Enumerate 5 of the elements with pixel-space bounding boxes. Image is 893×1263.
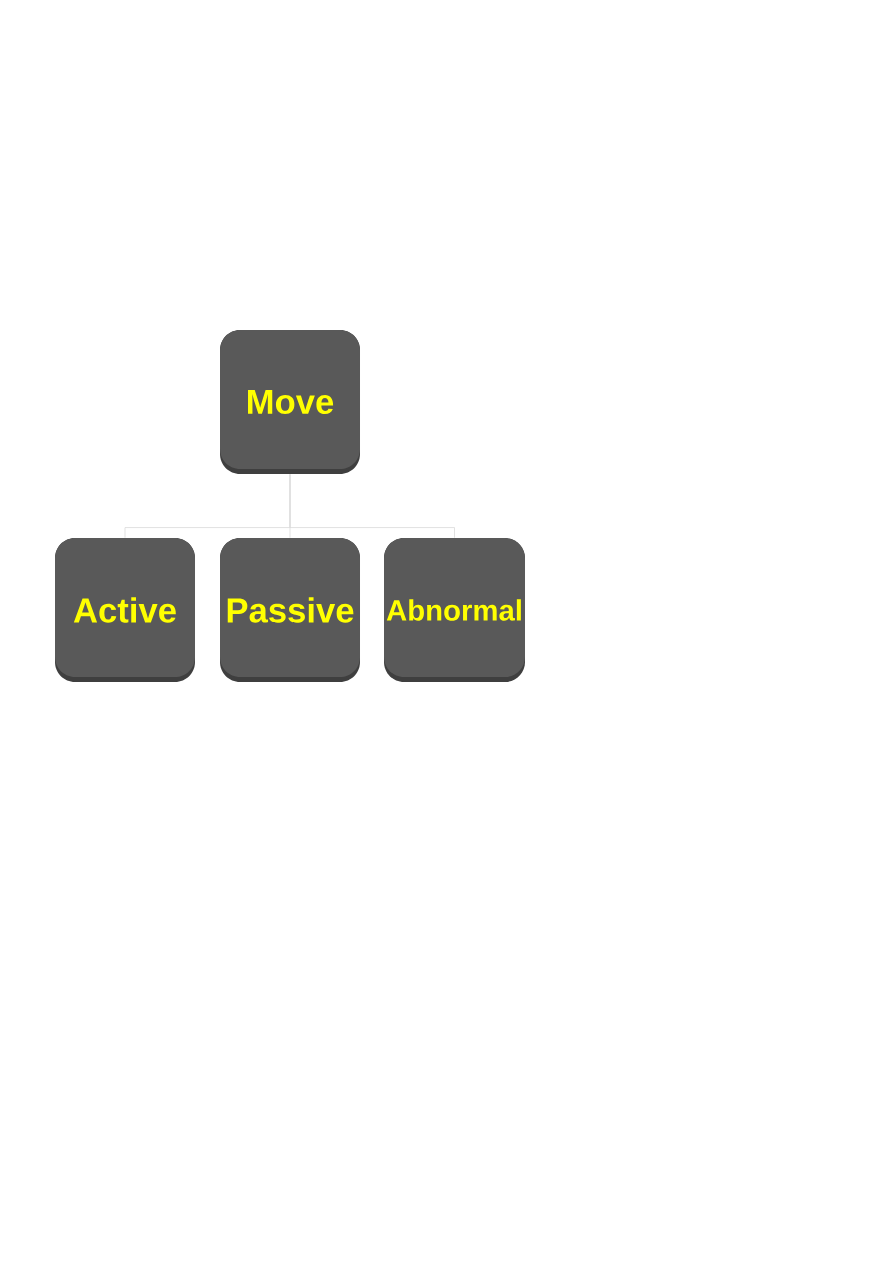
rounded-box: Move (220, 330, 360, 474)
connector-line (289, 473, 455, 539)
rounded-box: Abnormal (384, 538, 525, 682)
rounded-box: Active (55, 538, 195, 682)
rounded-box: Passive (220, 538, 360, 682)
